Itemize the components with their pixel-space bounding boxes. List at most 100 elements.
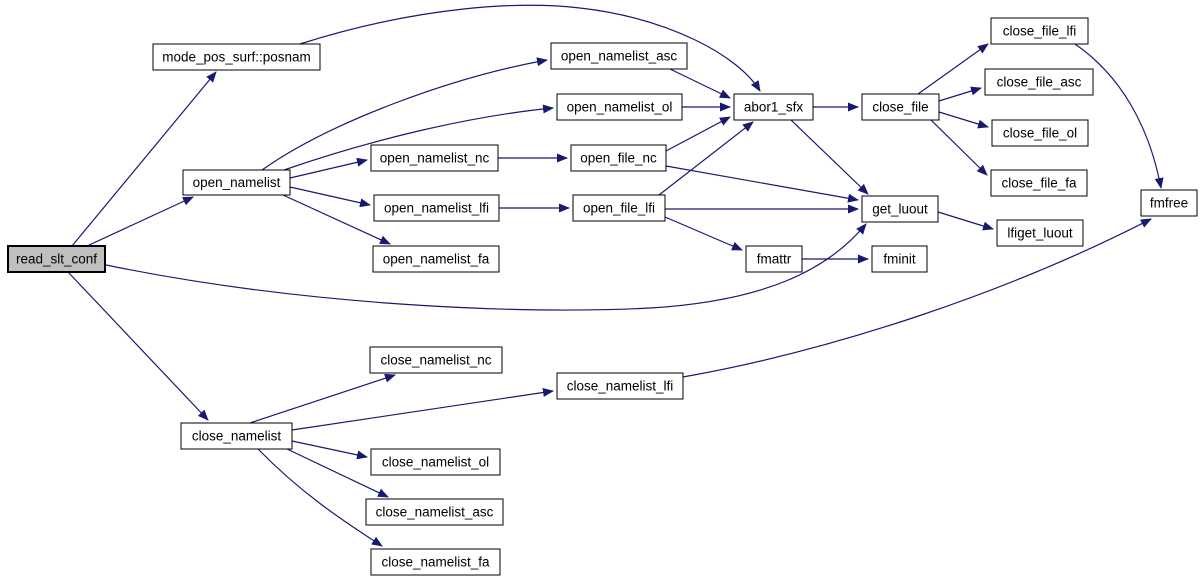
node-open_file_nc-box[interactable] [570, 144, 667, 172]
edge-open_file_nc-to-abor1_sfx [665, 116, 731, 152]
node-open_namelist_lfi: open_namelist_lfi [373, 194, 500, 222]
edge-read_slt_conf-to-get_luout [105, 223, 867, 311]
node-close_namelist_asc: close_namelist_asc [365, 498, 504, 526]
node-open_file_nc: open_file_nc [570, 144, 667, 172]
edge-close_namelist-to-close_namelist_lfi [291, 388, 554, 431]
edge-close_file-to-close_file_ol [938, 111, 989, 129]
node-close_namelist_lfi: close_namelist_lfi [556, 372, 684, 400]
node-close_namelist_lfi-box[interactable] [556, 372, 684, 400]
node-fminit-box[interactable] [871, 245, 928, 273]
node-open_namelist_fa: open_namelist_fa [372, 245, 500, 273]
node-open_namelist_asc-box[interactable] [550, 42, 688, 70]
node-posnam: mode_pos_surf::posnam [152, 43, 321, 71]
node-fmattr: fmattr [745, 245, 803, 273]
node-close_file_asc-box[interactable] [984, 68, 1094, 96]
node-open_namelist_asc-label: open_namelist_asc [561, 49, 678, 64]
node-get_luout-box[interactable] [861, 195, 939, 223]
node-fmattr-box[interactable] [745, 245, 803, 273]
edge-open_file_lfi-to-abor1_sfx [658, 121, 754, 196]
edge-read_slt_conf-to-open_namelist [86, 196, 194, 247]
node-close_file_fa-box[interactable] [990, 169, 1088, 197]
node-close_namelist_nc-box[interactable] [369, 346, 503, 374]
edge-close_file-to-close_file_fa [930, 119, 988, 176]
node-get_luout: get_luout [861, 195, 939, 223]
node-open_namelist_nc-box[interactable] [370, 144, 499, 172]
node-open_namelist_fa-label: open_namelist_fa [383, 252, 490, 267]
node-close_namelist_asc-box[interactable] [365, 498, 504, 526]
edge-read_slt_conf-to-posnam [71, 71, 217, 247]
node-close_namelist_asc-label: close_namelist_asc [376, 505, 494, 520]
node-close_file_lfi-label: close_file_lfi [1003, 24, 1077, 39]
node-close_namelist_lfi-label: close_namelist_lfi [567, 379, 674, 394]
edge-open_namelist-to-open_namelist_fa [282, 194, 391, 245]
node-abor1_sfx-box[interactable] [733, 93, 814, 121]
node-close_namelist_nc-label: close_namelist_nc [380, 353, 491, 368]
node-close_file: close_file [861, 93, 940, 121]
node-read_slt_conf: read_slt_conf [7, 245, 106, 273]
node-lfiget_luout: lfiget_luout [996, 219, 1084, 247]
edge-abor1_sfx-to-get_luout [790, 119, 869, 195]
node-open_namelist_nc-label: open_namelist_nc [380, 151, 490, 166]
node-open_namelist_asc: open_namelist_asc [550, 42, 688, 70]
node-close_namelist_ol: close_namelist_ol [370, 448, 501, 476]
node-close_file_ol-label: close_file_ol [1003, 126, 1077, 141]
edge-open_namelist-to-open_namelist_ol [283, 104, 554, 171]
node-open_namelist_lfi-label: open_namelist_lfi [384, 201, 489, 216]
node-posnam-label: mode_pos_surf::posnam [162, 50, 311, 65]
node-close_file-box[interactable] [861, 93, 940, 121]
node-close_namelist_fa-box[interactable] [370, 548, 501, 576]
edge-open_file_lfi-to-fmattr [664, 216, 743, 251]
node-close_file_ol-box[interactable] [991, 119, 1089, 147]
node-close_file_lfi-box[interactable] [990, 17, 1089, 45]
node-abor1_sfx: abor1_sfx [733, 93, 814, 121]
node-lfiget_luout-box[interactable] [996, 219, 1084, 247]
node-fmfree-label: fmfree [1150, 196, 1188, 211]
node-close_namelist-label: close_namelist [192, 429, 282, 444]
edge-posnam-to-abor1_sfx [299, 4, 761, 92]
node-open_file_lfi-box[interactable] [572, 194, 666, 222]
node-fmfree: fmfree [1140, 189, 1198, 217]
edge-close_namelist-to-close_namelist_ol [291, 440, 368, 460]
node-open_file_lfi: open_file_lfi [572, 194, 666, 222]
node-fmfree-box[interactable] [1140, 189, 1198, 217]
node-close_file_fa: close_file_fa [990, 169, 1088, 197]
node-open_file_lfi-label: open_file_lfi [583, 201, 655, 216]
edge-open_namelist-to-open_namelist_lfi [289, 186, 371, 208]
node-lfiget_luout-label: lfiget_luout [1007, 226, 1073, 241]
node-close_namelist_ol-box[interactable] [370, 448, 501, 476]
node-open_file_nc-label: open_file_nc [580, 151, 657, 166]
edge-close_namelist-to-close_namelist_fa [257, 448, 383, 547]
node-fmattr-label: fmattr [757, 252, 792, 267]
node-posnam-box[interactable] [152, 43, 321, 71]
edge-read_slt_conf-to-close_namelist [67, 271, 209, 421]
edge-close_namelist_lfi-to-fmfree [682, 218, 1152, 378]
node-get_luout-label: get_luout [872, 202, 928, 217]
edge-close_file-to-close_file_asc [938, 86, 982, 102]
edge-open_namelist-to-open_namelist_nc [289, 157, 368, 179]
edge-open_namelist-to-open_namelist_asc [261, 57, 548, 171]
node-close_namelist-box[interactable] [180, 422, 293, 450]
edges-layer [67, 4, 1164, 547]
node-open_namelist_lfi-box[interactable] [373, 194, 500, 222]
node-close_file_lfi: close_file_lfi [990, 17, 1089, 45]
edge-get_luout-to-lfiget_luout [937, 211, 994, 231]
edge-close_namelist-to-close_namelist_asc [286, 448, 389, 498]
node-open_namelist: open_namelist [182, 169, 291, 196]
node-open_namelist_fa-box[interactable] [372, 245, 500, 273]
node-close_namelist_nc: close_namelist_nc [369, 346, 503, 374]
node-close_namelist_fa-label: close_namelist_fa [381, 555, 490, 570]
node-close_namelist_fa: close_namelist_fa [370, 548, 501, 576]
node-close_namelist_ol-label: close_namelist_ol [382, 455, 489, 470]
node-open_namelist-box[interactable] [182, 169, 291, 196]
edge-close_file-to-close_file_lfi [917, 43, 989, 95]
node-close_file_asc-label: close_file_asc [997, 75, 1082, 90]
node-open_namelist-label: open_namelist [193, 175, 281, 190]
node-close_file_asc: close_file_asc [984, 68, 1094, 96]
node-read_slt_conf-box[interactable] [7, 245, 106, 273]
node-close_file_ol: close_file_ol [991, 119, 1089, 147]
node-open_namelist_ol-box[interactable] [556, 93, 683, 121]
node-open_namelist_ol-label: open_namelist_ol [567, 100, 673, 115]
node-fminit: fminit [871, 245, 928, 273]
node-fminit-label: fminit [883, 252, 916, 267]
